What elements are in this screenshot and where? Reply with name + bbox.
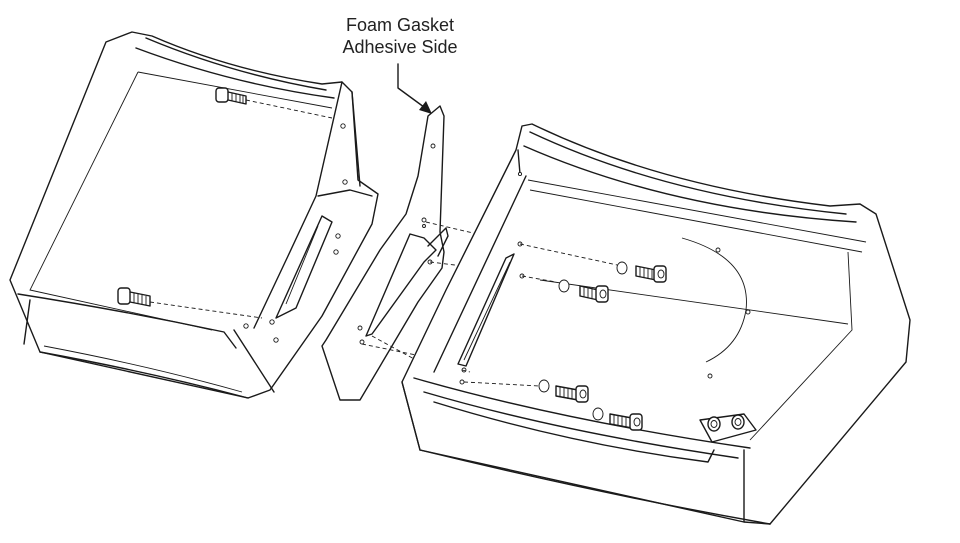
callout-line-1: Foam Gasket [345,15,455,35]
right-screw-upper-rear [616,261,667,283]
left-enclosure [9,31,379,399]
gasket-callout-label: Foam Gasket Adhesive Side [320,14,480,58]
connector-plate [699,413,757,443]
left-top-screw [215,87,247,105]
right-screw-lower-rear [538,379,589,403]
foam-gasket [321,105,449,401]
callout-arrow [397,63,432,114]
right-screw-upper-front [558,279,609,303]
right-enclosure [401,123,911,525]
left-bottom-screw [117,287,151,307]
callout-line-2: Adhesive Side [342,37,458,57]
right-screw-lower-front [592,407,643,431]
